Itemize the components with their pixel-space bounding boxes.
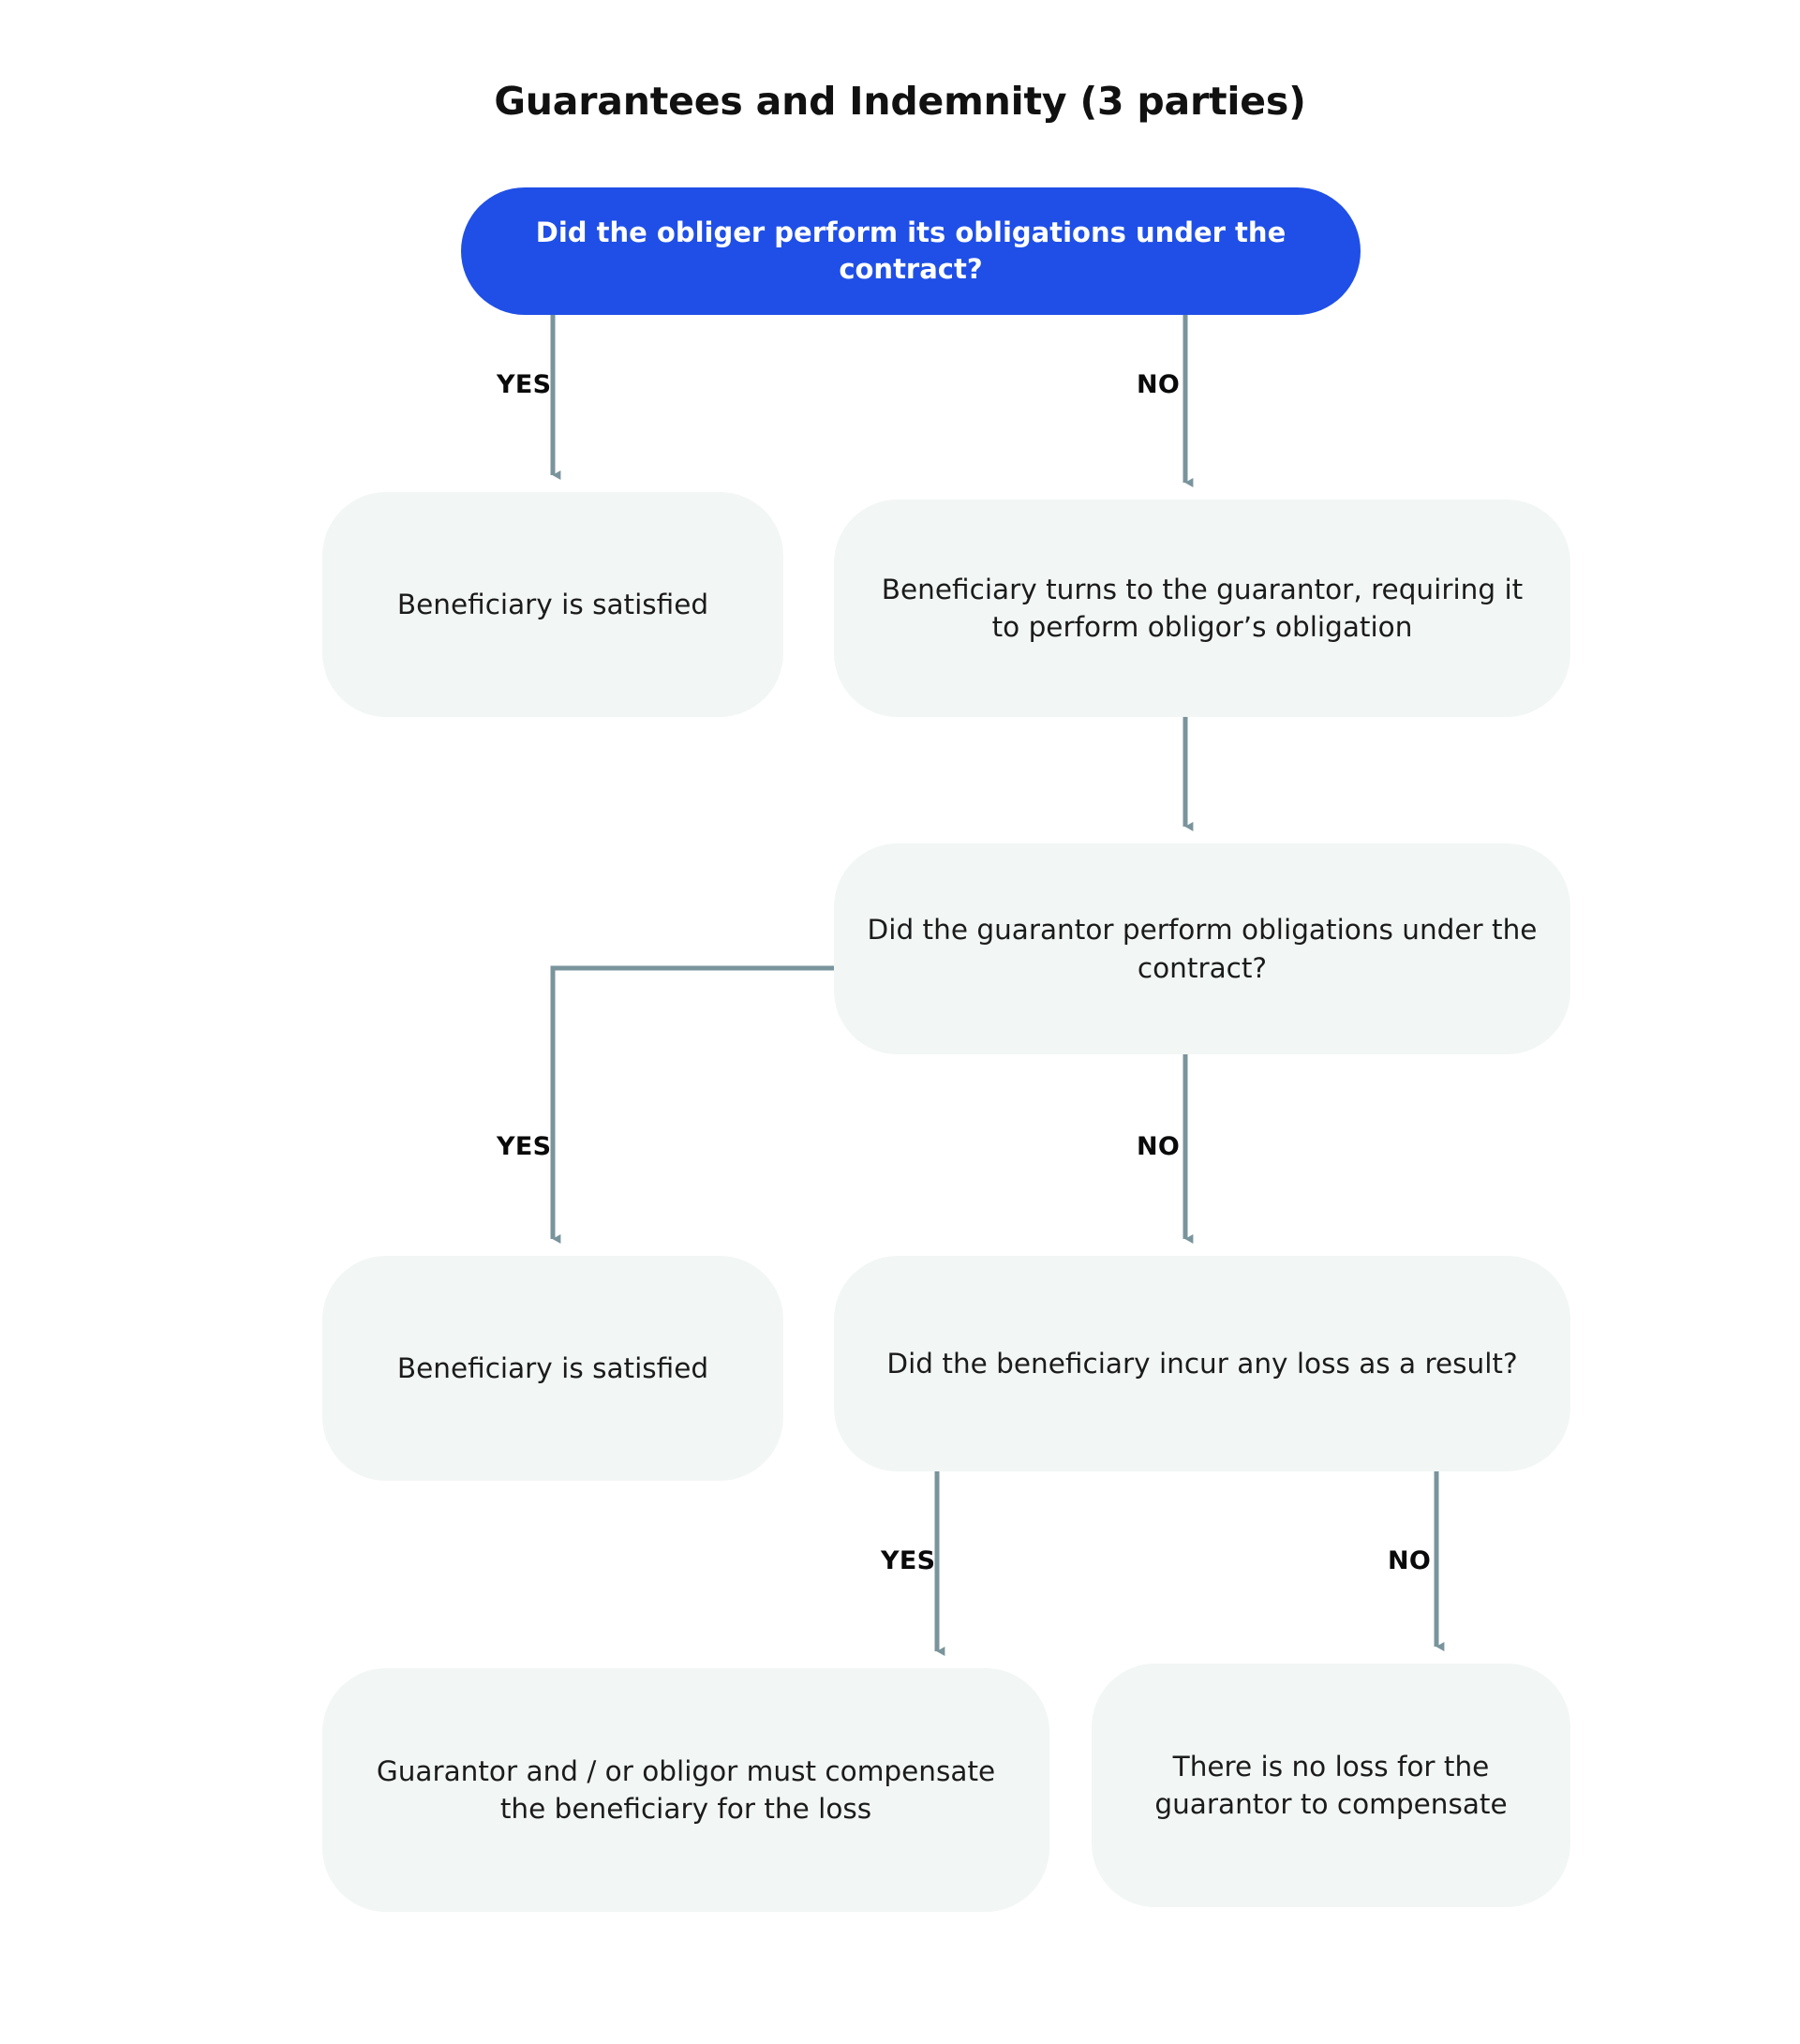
node-root-decision[interactable]: Did the obliger perform its obligations … [461, 187, 1361, 315]
edge-label-yes-3: YES [881, 1546, 936, 1575]
edge-label-yes-2: YES [497, 1132, 552, 1161]
node-beneficiary-satisfied-2[interactable]: Beneficiary is satisfied [322, 1256, 783, 1481]
edge-label-no-1: NO [1137, 370, 1181, 399]
edge-label-no-2: NO [1137, 1132, 1181, 1161]
page-title: Guarantees and Indemnity (3 parties) [494, 79, 1306, 124]
node-compensate-beneficiary[interactable]: Guarantor and / or obligor must compensa… [322, 1668, 1049, 1912]
node-guarantor-decision[interactable]: Did the guarantor perform obligations un… [834, 843, 1570, 1054]
edge-label-yes-1: YES [497, 370, 552, 399]
edge-q2-r2 [550, 965, 834, 1244]
node-beneficiary-satisfied-1[interactable]: Beneficiary is satisfied [322, 492, 783, 717]
edge-label-no-3: NO [1388, 1546, 1432, 1575]
node-beneficiary-turns-to-guarantor[interactable]: Beneficiary turns to the guarantor, requ… [834, 500, 1570, 717]
node-loss-decision[interactable]: Did the beneficiary incur any loss as a … [834, 1256, 1570, 1471]
node-no-loss-to-compensate[interactable]: There is no loss for the guarantor to co… [1092, 1664, 1570, 1907]
